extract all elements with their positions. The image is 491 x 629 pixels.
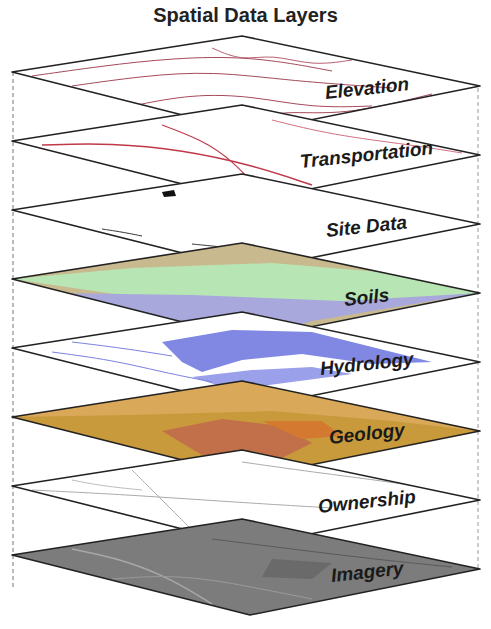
layer-texture bbox=[212, 48, 352, 63]
layer-texture bbox=[32, 57, 332, 76]
dashed-guide bbox=[13, 72, 14, 590]
layer-texture bbox=[72, 549, 212, 604]
layer-fill bbox=[12, 519, 480, 615]
map-layer: Imagery bbox=[12, 519, 482, 617]
dashed-guide bbox=[478, 88, 479, 570]
layer-texture bbox=[162, 190, 176, 197]
layer-texture bbox=[42, 144, 312, 185]
layer-texture bbox=[212, 539, 452, 567]
layer-texture bbox=[72, 480, 142, 490]
layer-texture bbox=[32, 490, 332, 508]
layer-texture bbox=[72, 342, 172, 356]
layer-texture bbox=[262, 559, 332, 579]
layer-shape bbox=[12, 519, 482, 617]
layer-outline bbox=[12, 519, 480, 615]
layer-texture bbox=[132, 470, 192, 530]
diagram-title: Spatial Data Layers bbox=[0, 4, 491, 27]
